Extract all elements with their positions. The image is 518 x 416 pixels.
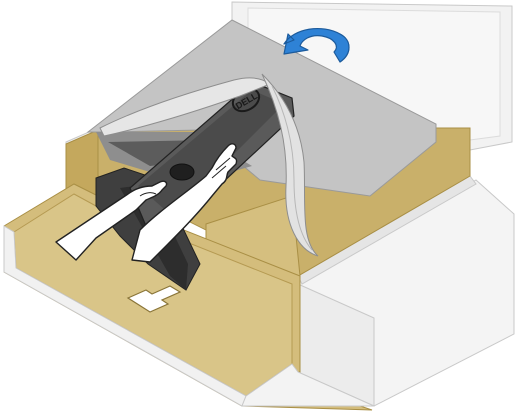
stand-hole bbox=[170, 164, 194, 180]
